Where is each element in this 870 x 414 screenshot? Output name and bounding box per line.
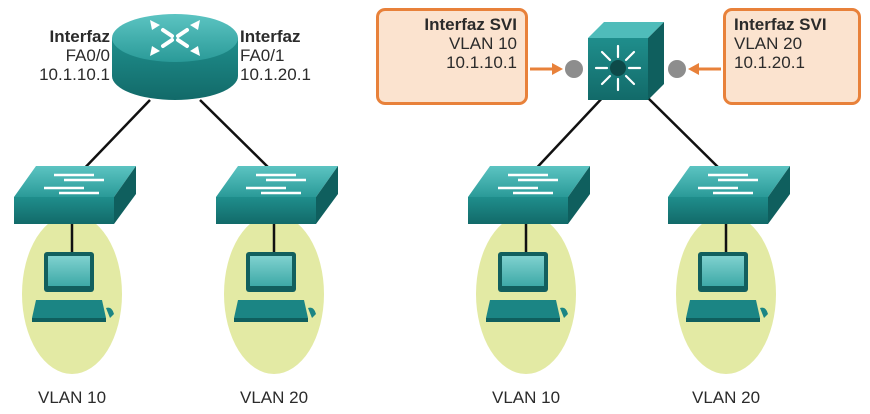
svi-title: Interfaz SVI (734, 15, 827, 34)
svi-vlan: VLAN 10 (448, 34, 517, 53)
multilayer-switch-icon (588, 22, 664, 100)
switch-icon (668, 166, 790, 224)
pc-icon (486, 252, 568, 322)
svi-vlan: VLAN 20 (734, 34, 803, 53)
interface-ip: 10.1.20.1 (240, 65, 311, 84)
interface-ip: 10.1.10.1 (39, 65, 110, 84)
interface-title: Interfaz (240, 27, 301, 46)
switch-icon (14, 166, 136, 224)
svi-ip: 10.1.10.1 (446, 53, 517, 72)
svi-box-vlan10: Interfaz SVI VLAN 10 10.1.10.1 (376, 8, 528, 105)
pc-icon (686, 252, 768, 322)
arrow-right-icon (530, 63, 563, 75)
switch-icon (468, 166, 590, 224)
port-dot-left (565, 60, 583, 78)
vlan-label: VLAN 10 (492, 388, 561, 407)
vlan-label: VLAN 20 (240, 388, 309, 407)
router-icon (112, 14, 238, 100)
vlan-label: VLAN 10 (38, 388, 107, 407)
port-dot-right (668, 60, 686, 78)
switch-icon (216, 166, 338, 224)
vlan-ellipses (22, 214, 776, 374)
pc-icon (32, 252, 114, 322)
arrow-left-icon (688, 63, 721, 75)
interface-title: Interfaz (49, 27, 110, 46)
vlan-label: VLAN 20 (692, 388, 761, 407)
svi-title: Interfaz SVI (424, 15, 517, 34)
router-interface-fa01-label: Interfaz FA0/1 10.1.20.1 (240, 27, 311, 84)
connection-lines (77, 94, 727, 176)
pc-icon (234, 252, 316, 322)
svi-ip: 10.1.20.1 (734, 53, 805, 72)
interface-port: FA0/1 (240, 46, 285, 65)
router-interface-fa00-label: Interfaz FA0/0 10.1.10.1 (10, 27, 110, 84)
access-links (70, 220, 728, 252)
svi-box-vlan20: Interfaz SVI VLAN 20 10.1.20.1 (723, 8, 861, 105)
interface-port: FA0/0 (65, 46, 110, 65)
